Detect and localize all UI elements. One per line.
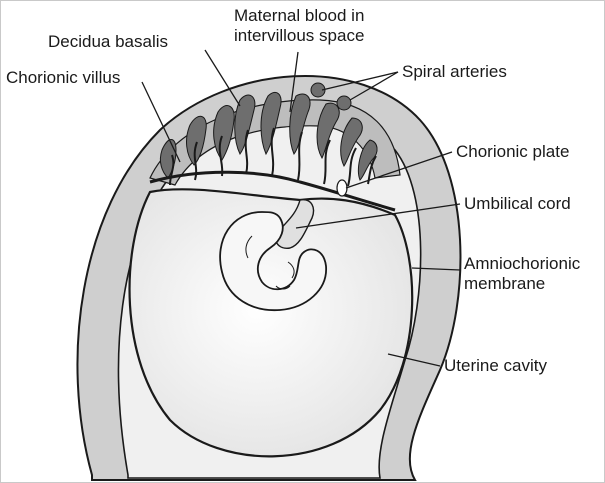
leader-spiral-artery-2 <box>349 71 399 101</box>
leader-uterine-cavity <box>387 353 441 367</box>
leader-chorionic-villus <box>141 81 181 163</box>
leader-chorionic-plate <box>345 151 453 189</box>
leader-lines <box>141 49 461 367</box>
chorionic-plate <box>149 170 396 212</box>
leader-decidua-basalis <box>204 49 241 107</box>
label-uterine-cavity: Uterine cavity <box>444 356 547 375</box>
intervillous-blood <box>159 82 378 181</box>
label-maternal-blood-line1: Maternal blood in <box>234 6 365 25</box>
leader-spiral-artery-1 <box>321 71 399 91</box>
label-decidua-basalis: Decidua basalis <box>48 32 169 51</box>
label-maternal-blood-line2: intervillous space <box>234 26 365 45</box>
leader-maternal-blood <box>289 51 299 113</box>
label-amniochorionic-line1: Amniochorionic <box>464 254 581 273</box>
label-chorionic-villus: Chorionic villus <box>6 68 121 87</box>
label-chorionic-plate: Chorionic plate <box>456 142 570 161</box>
label-spiral-arteries: Spiral arteries <box>402 62 507 81</box>
leader-umbilical-cord <box>295 203 461 229</box>
amniotic-sac <box>128 188 414 458</box>
label-amniochorionic-line2: membrane <box>464 274 546 293</box>
leader-amniochorionic <box>411 267 461 271</box>
label-umbilical-cord: Umbilical cord <box>464 194 571 213</box>
embryo <box>219 211 327 312</box>
umbilical-cord <box>274 199 315 249</box>
embryo-limb-detail <box>245 235 295 290</box>
